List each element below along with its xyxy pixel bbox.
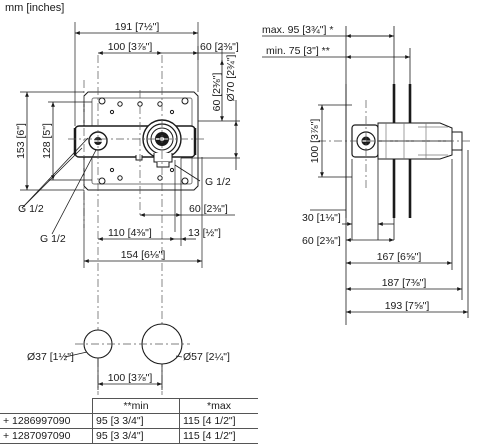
front-view [73,91,199,191]
label-g12-left-b: G 1/2 [40,233,66,245]
max-value: 115 [4 1/2"] [179,413,258,429]
table-header-min: **min [92,398,180,414]
dim-37-diameter: Ø37 [1½"] [27,351,74,363]
plate-holes [98,97,189,185]
dim-57-diameter: Ø57 [2¼"] [183,351,230,363]
dim-60-lower: 60 [2⅜"] [189,203,228,215]
dim-167: 167 [6⅝"] [377,251,422,263]
dim-60-vertical: 60 [2⅜"] [211,73,223,112]
dim-193: 193 [7⅝"] [385,300,430,312]
dim-60-top: 60 [2⅜"] [200,41,239,53]
dim-128: 128 [5"] [41,123,53,159]
product-code: + 1287097090 [0,428,93,444]
dim-60-side: 60 [2⅜"] [302,235,341,247]
dim-70-diameter: Ø70 [2¾"] [225,54,237,101]
table-row: + 1287097090 95 [3 3/4"] 115 [4 1/2"] [0,428,258,444]
dim-100-side: 100 [3⅞"] [309,119,321,164]
dim-30-side: 30 [1⅛"] [302,212,341,224]
dim-110: 110 [4⅜"] [108,227,152,239]
dim-min-75: min. 75 [3"] ** [266,45,330,57]
table-header-row: **min *max [0,398,258,414]
dim-max-95: max. 95 [3¾"] * [262,24,333,36]
dim-187: 187 [7⅜"] [382,277,427,289]
table-header-max: *max [179,398,258,414]
side-view [345,84,463,218]
table-row: + 1286997090 95 [3 3/4"] 115 [4 1/2"] [0,413,258,429]
dim-100-bottom: 100 [3⅞"] [108,372,153,384]
product-code: + 1286997090 [0,413,93,429]
min-value: 95 [3 3/4"] [92,413,180,429]
spec-table: **min *max + 1286997090 95 [3 3/4"] 115 … [0,398,258,444]
dim-154: 154 [6⅛"] [121,249,166,261]
label-g12-right: G 1/2 [205,176,231,188]
dim-13: 13 [½"] [188,227,221,239]
min-value: 95 [3 3/4"] [92,428,180,444]
units-label: mm [inches] [5,2,65,14]
dim-191: 191 [7½"] [115,21,160,33]
max-value: 115 [4 1/2"] [179,428,258,444]
label-g12-left-a: G 1/2 [18,203,44,215]
dim-153: 153 [6"] [15,123,27,159]
table-header-cell [0,398,93,414]
dim-100-top: 100 [3⅞"] [108,41,153,53]
